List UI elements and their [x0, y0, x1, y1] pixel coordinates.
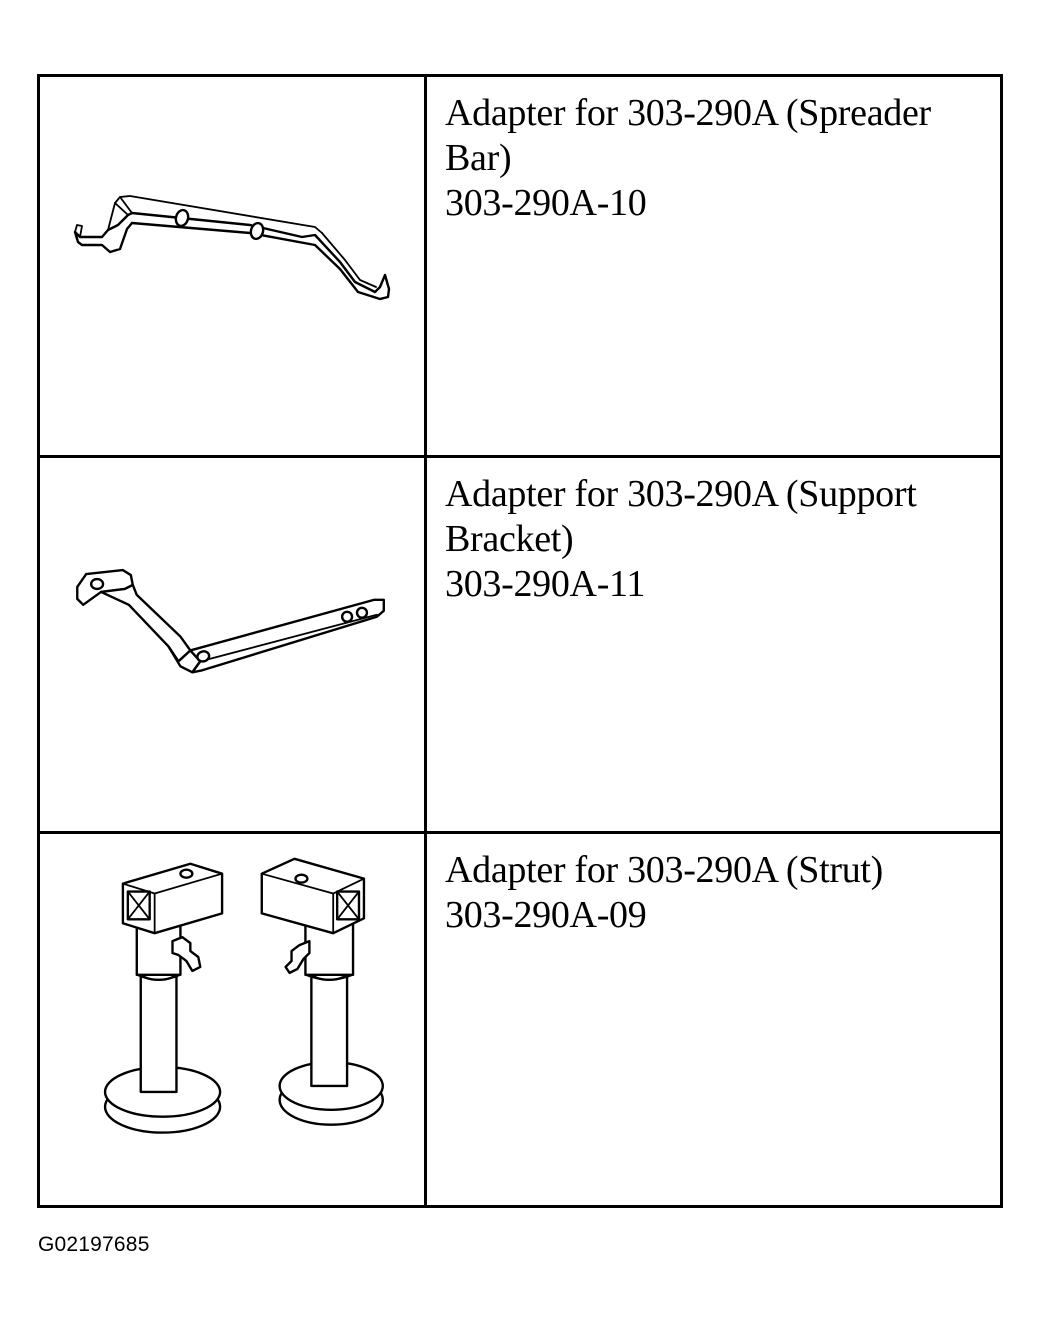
tool-description-cell: Adapter for 303-290A (Spreader Bar) 303-…: [427, 77, 1000, 455]
support-bracket-drawing: [76, 568, 385, 674]
spreader-bar-drawing: [73, 195, 391, 301]
tool-part-number: 303-290A-10: [445, 182, 647, 224]
right-strut: [260, 857, 384, 1126]
strut-illustration: [40, 834, 427, 1205]
tool-description-cell: Adapter for 303-290A (Strut) 303-290A-09: [427, 834, 1000, 1205]
spreader-bar-illustration: [40, 77, 427, 455]
table-row: Adapter for 303-290A (Spreader Bar) 303-…: [40, 77, 1000, 455]
tool-description: Adapter for 303-290A (Strut): [445, 849, 884, 891]
special-tools-table: Adapter for 303-290A (Spreader Bar) 303-…: [37, 74, 1003, 1208]
tool-part-number: 303-290A-11: [445, 563, 646, 605]
strut-drawing: [103, 857, 384, 1134]
table-row: Adapter for 303-290A (Support Bracket) 3…: [40, 455, 1000, 831]
figure-id: G02197685: [38, 1233, 150, 1256]
support-bracket-illustration: [40, 458, 427, 831]
tool-description: Adapter for 303-290A (Support Bracket): [445, 473, 917, 560]
table-row: Adapter for 303-290A (Strut) 303-290A-09: [40, 831, 1000, 1205]
tool-part-number: 303-290A-09: [445, 894, 647, 936]
tool-description-cell: Adapter for 303-290A (Support Bracket) 3…: [427, 458, 1000, 831]
left-strut: [103, 862, 224, 1134]
tool-description: Adapter for 303-290A (Spreader Bar): [445, 92, 931, 179]
